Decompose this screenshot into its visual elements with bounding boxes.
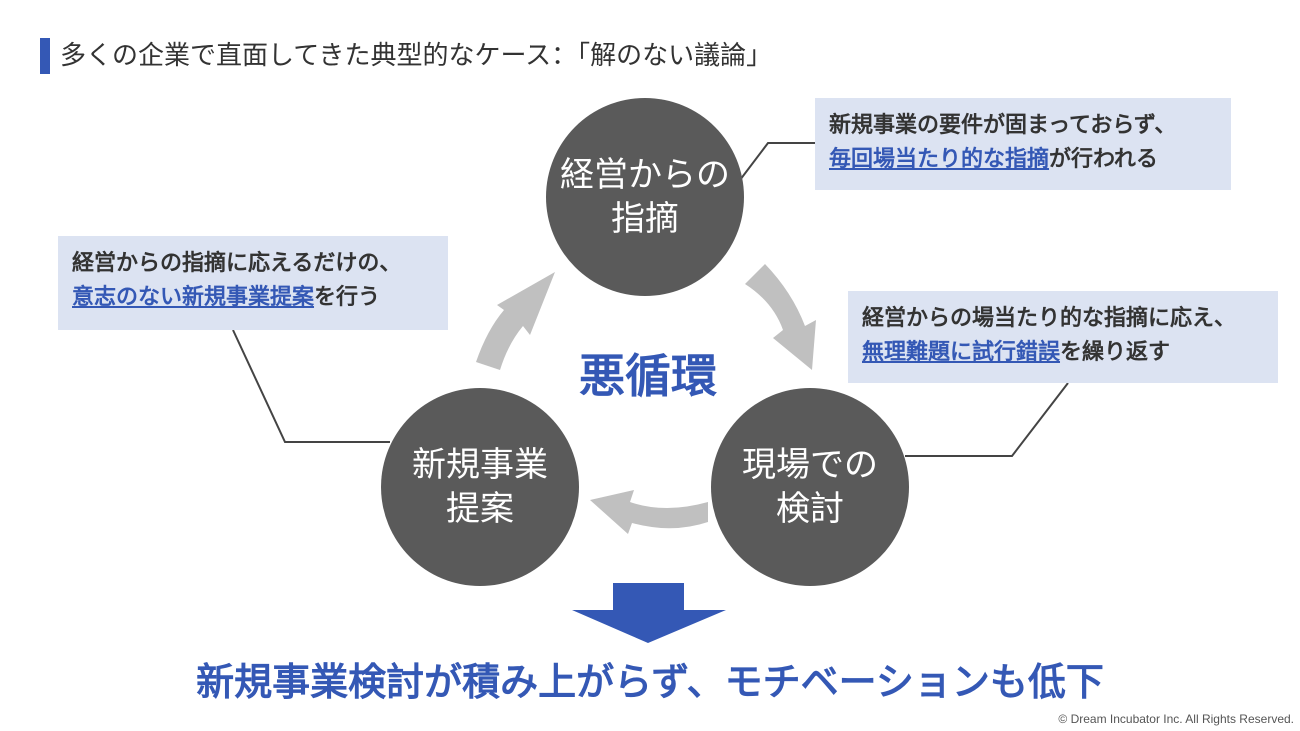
cycle-arrow-left-to-top <box>476 272 555 370</box>
callout-line2: 無理難題に試行錯誤を繰り返す <box>862 336 1264 370</box>
callout-rest: を繰り返す <box>1060 340 1171 365</box>
copyright-notice: © Dream Incubator Inc. All Rights Reserv… <box>1058 712 1294 726</box>
node-field-review: 現場での 検討 <box>711 388 909 586</box>
connector-left <box>232 329 390 443</box>
node-label-line2: 指摘 <box>611 199 679 239</box>
callout-line1: 経営からの場当たり的な指摘に応え、 <box>862 306 1237 331</box>
callout-rest: が行われる <box>1049 147 1158 172</box>
callout-line1: 新規事業の要件が固まっておらず、 <box>829 113 1177 138</box>
conclusion-down-arrow <box>572 583 726 643</box>
callout-line2: 毎回場当たり的な指摘が行われる <box>829 143 1217 177</box>
cycle-arrow-top-to-right <box>745 264 816 370</box>
cycle-arrow-right-to-left <box>590 490 708 534</box>
page-title: 多くの企業で直面してきた典型的なケース：「解のない議論」 <box>60 41 773 71</box>
callout-highlight: 毎回場当たり的な指摘 <box>829 147 1050 172</box>
node-new-business-proposal: 新規事業 提案 <box>381 388 579 586</box>
conclusion-text: 新規事業検討が積み上がらず、モチベーションも低下 <box>196 660 1104 704</box>
vicious-cycle-label: 悪循環 <box>579 349 717 403</box>
node-label-line1: 経営からの <box>560 155 730 195</box>
callout-right: 経営からの場当たり的な指摘に応え、 無理難題に試行錯誤を繰り返す <box>848 291 1278 383</box>
connector-top <box>739 142 815 181</box>
node-label-line1: 新規事業 <box>412 445 548 485</box>
callout-top: 新規事業の要件が固まっておらず、 毎回場当たり的な指摘が行われる <box>815 98 1231 190</box>
node-label-line1: 現場での <box>742 445 878 485</box>
callout-left: 経営からの指摘に応えるだけの、 意志のない新規事業提案を行う <box>58 236 448 330</box>
callout-rest: を行う <box>314 285 381 310</box>
node-label-line2: 提案 <box>446 489 514 529</box>
callout-line2: 意志のない新規事業提案を行う <box>72 281 434 315</box>
callout-highlight: 意志のない新規事業提案 <box>72 285 315 310</box>
node-label-line2: 検討 <box>776 489 844 529</box>
connector-right <box>905 382 1069 457</box>
node-management-feedback: 経営からの 指摘 <box>546 98 744 296</box>
title-accent-bar <box>40 38 50 74</box>
callout-highlight: 無理難題に試行錯誤 <box>862 340 1061 365</box>
callout-line1: 経営からの指摘に応えるだけの、 <box>72 251 402 276</box>
